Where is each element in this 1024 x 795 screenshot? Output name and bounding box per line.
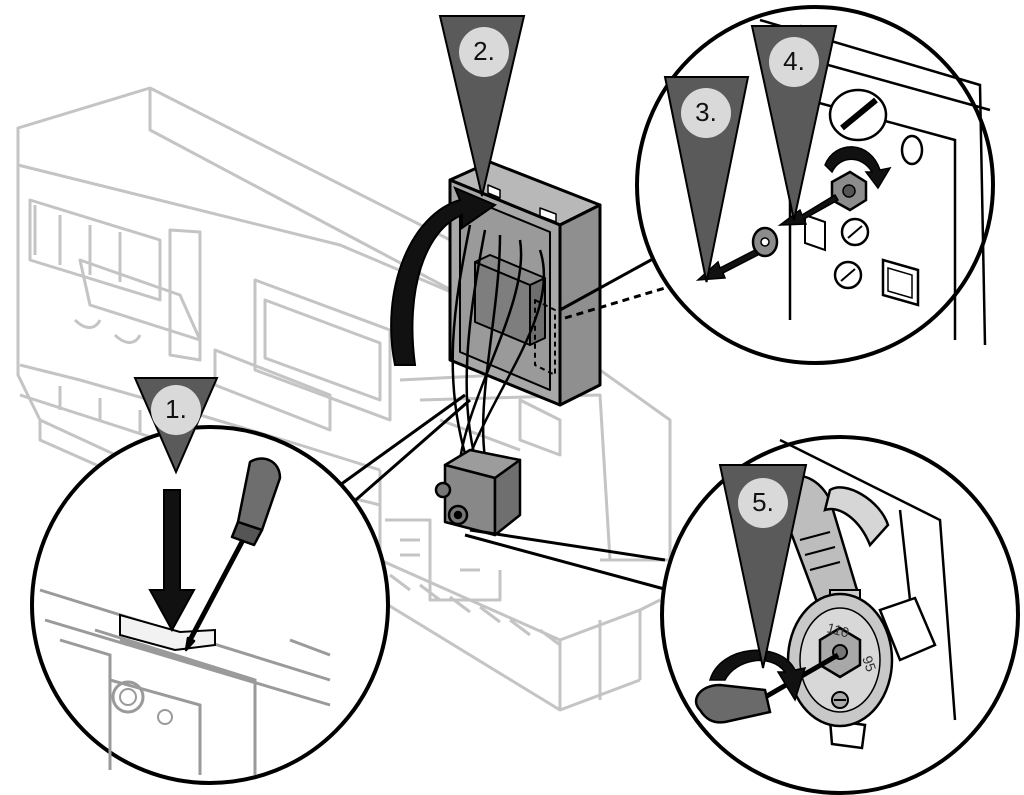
thermostat-module: [434, 448, 522, 537]
callout-lines: [339, 253, 669, 592]
step-marker-4: 4.: [750, 25, 838, 221]
step-disc-3: [681, 88, 731, 138]
step-label-5: 5.: [752, 487, 774, 517]
dial-marking-95: 95: [859, 654, 879, 674]
step-label-4: 4.: [783, 46, 805, 76]
step-disc-5: [738, 478, 788, 528]
unscrew-arrow: [824, 146, 892, 190]
step-disc-2: [459, 27, 509, 77]
step-disc-4: [769, 37, 819, 87]
dial-marking-110: 110: [825, 619, 851, 640]
step-label-3: 3.: [695, 97, 717, 127]
push-down-arrow: [148, 489, 196, 633]
screwdriver-5: [694, 652, 840, 724]
dial-wing: [878, 596, 937, 662]
step-label-2: 2.: [473, 36, 495, 66]
step-marker-5: 5.: [718, 464, 808, 669]
turn-arrow: [709, 649, 807, 702]
step-marker-1: 1.: [133, 377, 219, 475]
step-triangle-3: [663, 76, 750, 283]
detail-circle-5: 110 95: [660, 435, 1020, 795]
step-label-1: 1.: [165, 394, 187, 424]
step-marker-2: 2.: [438, 15, 526, 197]
step-marker-3: 3.: [663, 76, 750, 283]
washer-removal-arrow: [695, 249, 760, 281]
step-disc-1: [151, 385, 201, 435]
rotation-arrow: [390, 186, 498, 366]
screwdriver-1: [184, 457, 282, 652]
detail-circle-1: [30, 425, 390, 785]
